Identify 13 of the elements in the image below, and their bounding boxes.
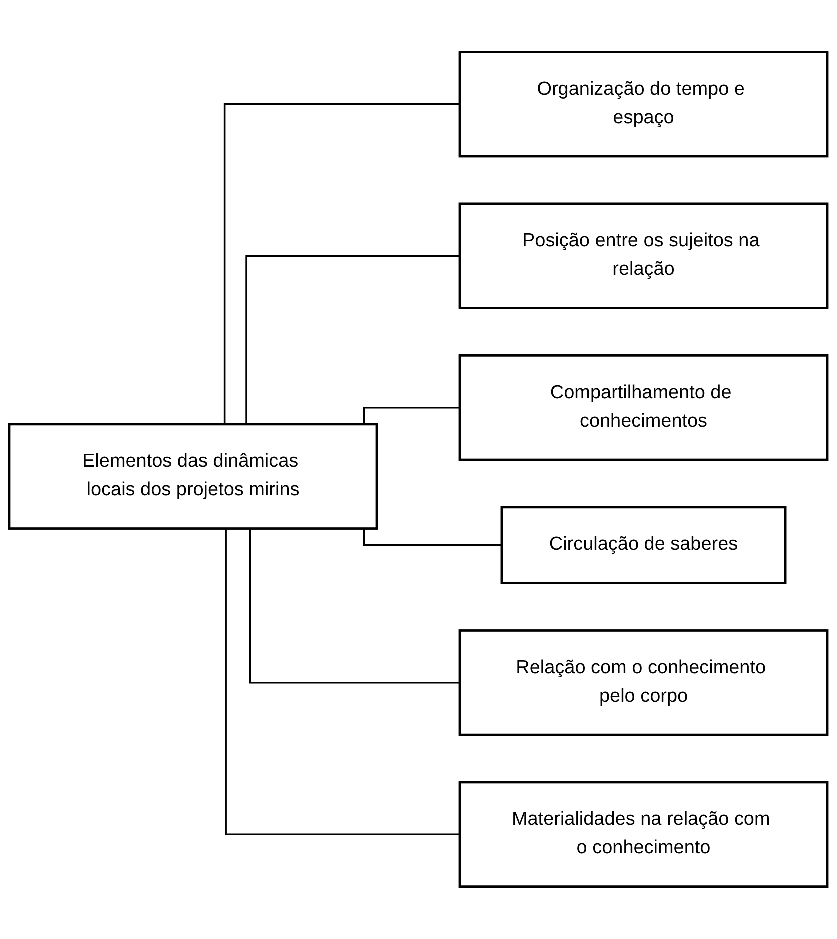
node-box: Elementos das dinâmicas locais dos projetos mirins [8, 423, 378, 530]
node-box: Circulação de saberes [500, 506, 787, 584]
connector [363, 528, 502, 546]
node-box: Organização do tempo e espaço [458, 51, 829, 158]
connector [363, 406, 460, 424]
node-box: Posição entre os sujeitos na relação [458, 202, 829, 310]
connector [249, 528, 460, 684]
node-box: Materialidades na relação com o conhecimento [458, 781, 829, 888]
node-box: Relação com o conhecimento pelo corpo [458, 630, 829, 736]
node-box: Compartilhamento de conhecimentos [458, 354, 829, 462]
connector [225, 528, 460, 836]
connector [246, 255, 460, 424]
connector [224, 103, 460, 424]
